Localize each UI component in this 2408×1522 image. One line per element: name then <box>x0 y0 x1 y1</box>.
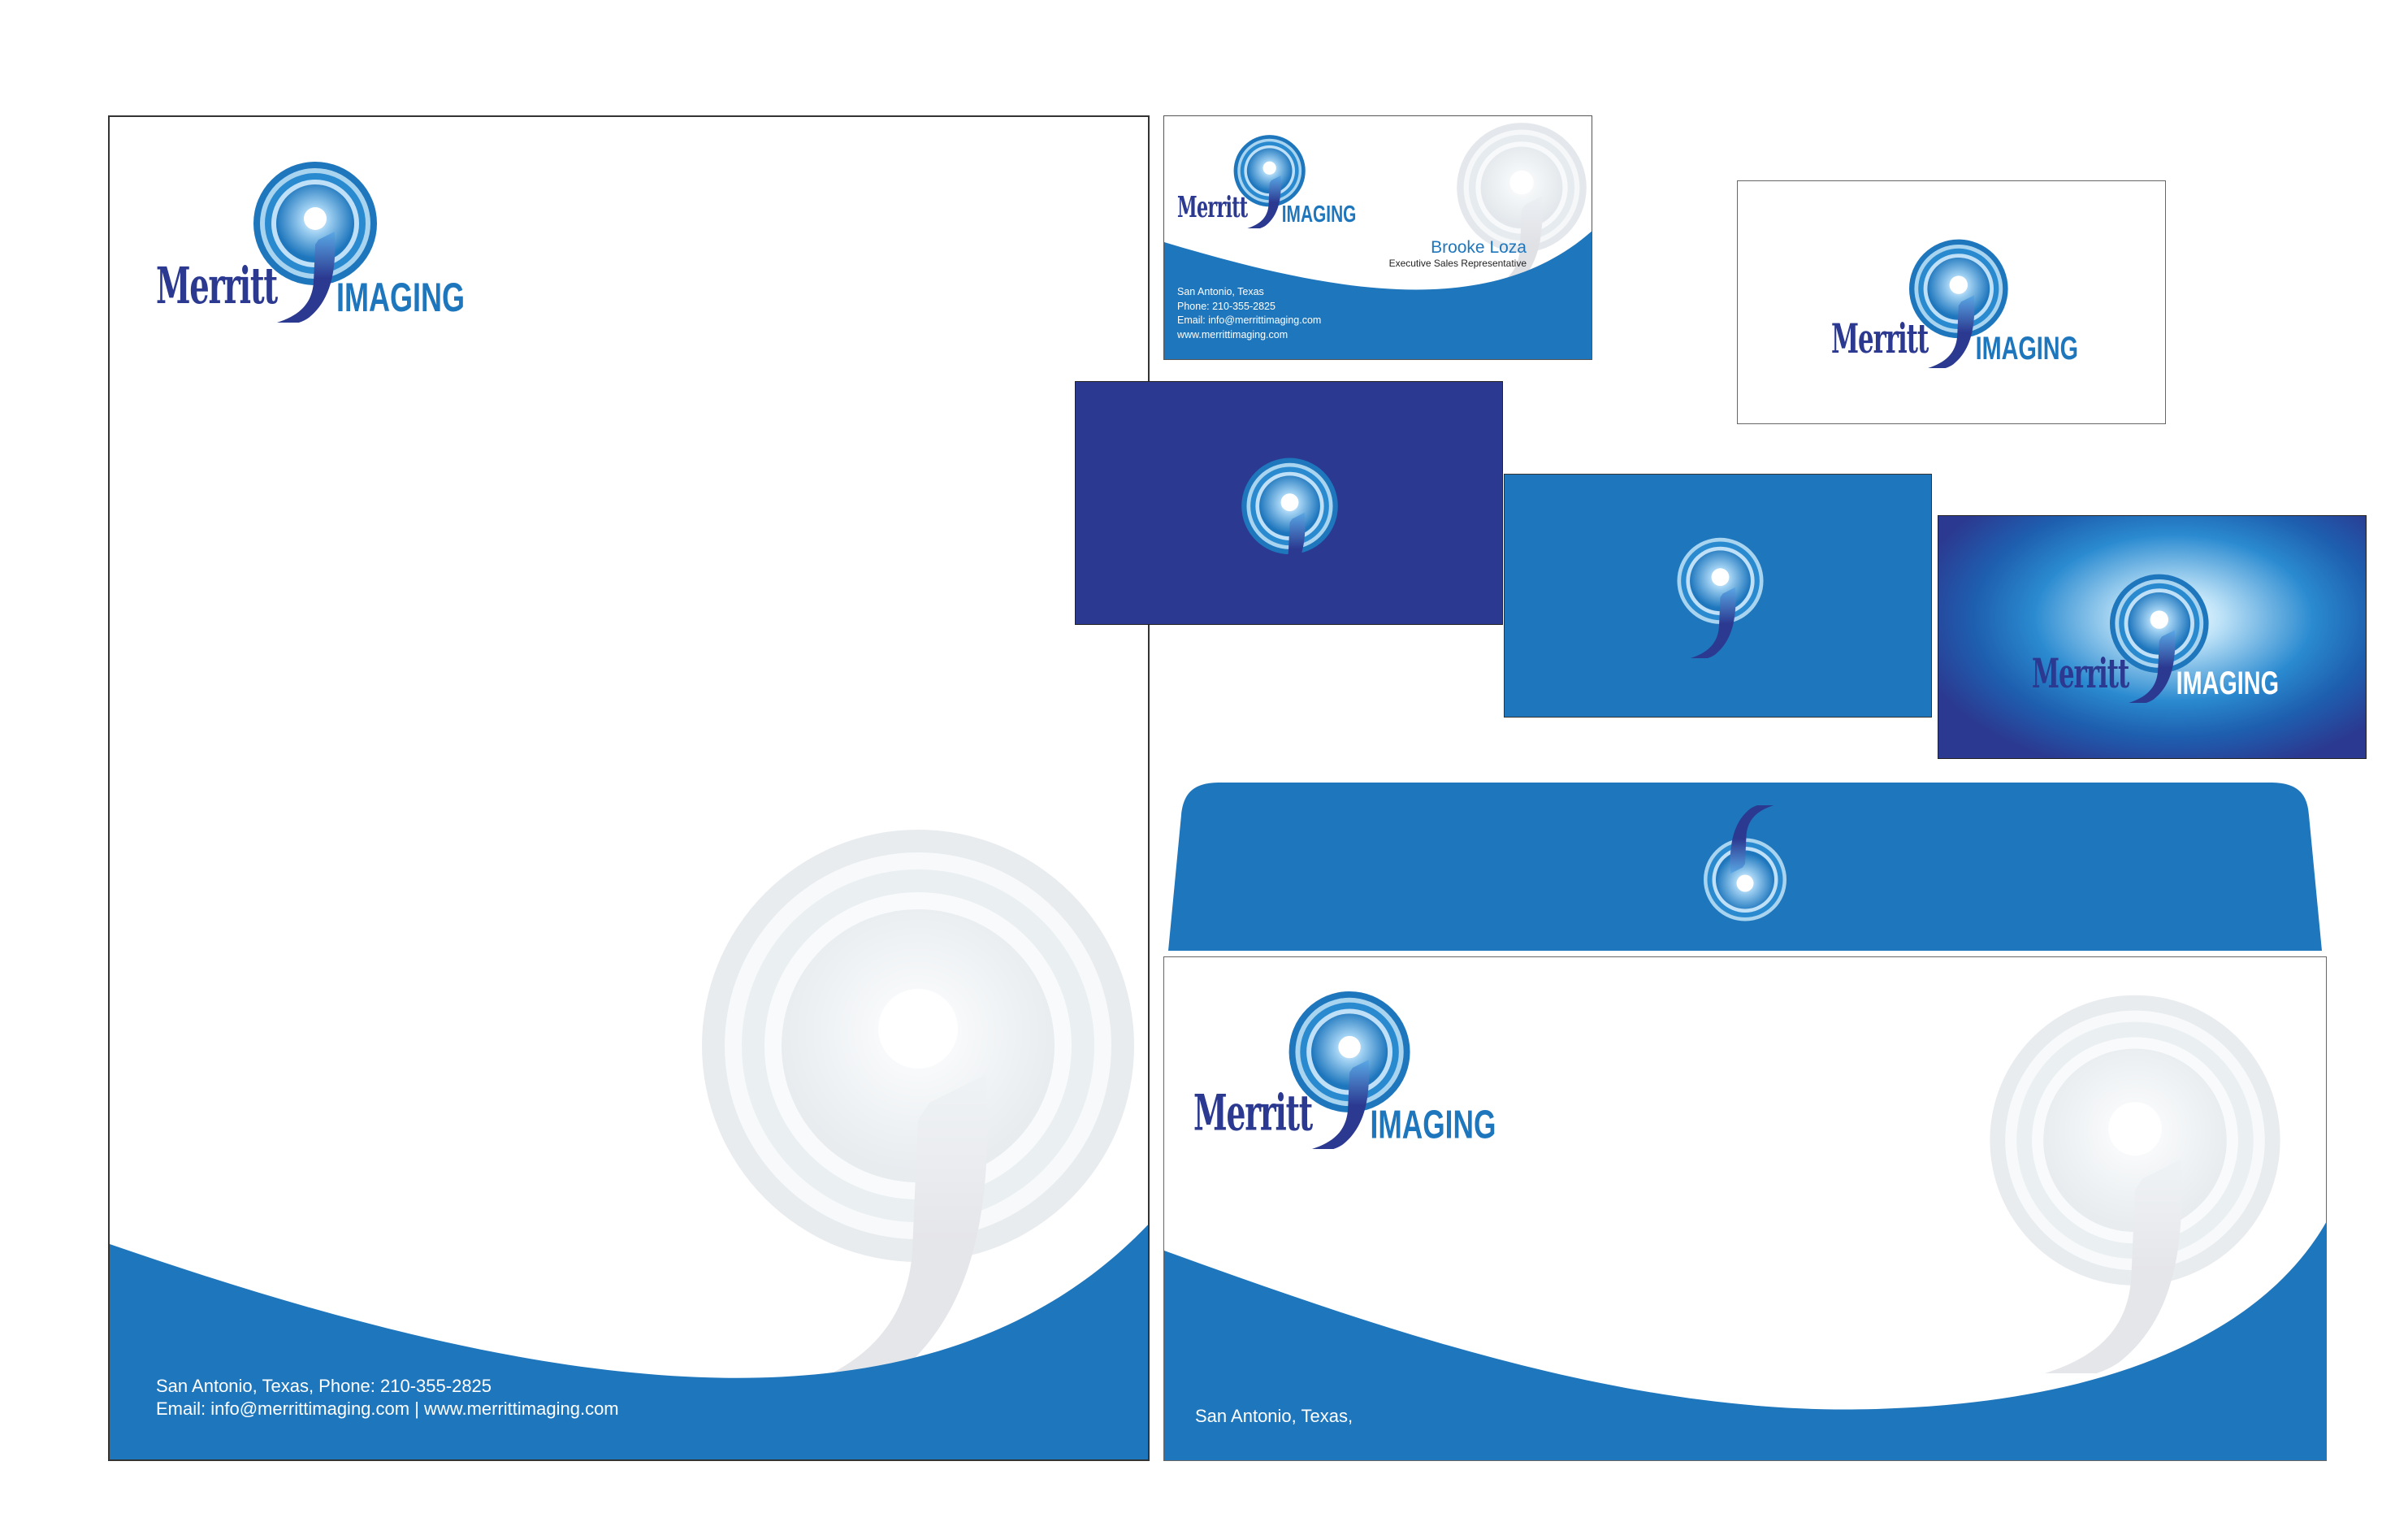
logo-name: Merritt <box>1193 1083 1313 1143</box>
letterhead-logo: Merritt IMAGING <box>156 160 465 323</box>
card-logo: Merritt IMAGING <box>1177 134 1356 228</box>
logo: Merritt IMAGING <box>1831 238 2078 368</box>
logo-imaging: IMAGING <box>1370 1102 1496 1147</box>
card-back-blue <box>1504 474 1932 718</box>
logo-imaging: IMAGING <box>1975 329 2078 366</box>
logo-name: Merritt <box>156 256 278 315</box>
envelope: Merritt IMAGING San Antonio, Texas, <box>1163 956 2327 1461</box>
card-email: Email: info@merrittimaging.com <box>1177 314 1322 326</box>
card-phone: Phone: 210-355-2825 <box>1177 300 1275 312</box>
logo-name: Merritt <box>1831 314 1929 362</box>
footer-email-web: Email: info@merrittimaging.com | www.mer… <box>156 1398 619 1419</box>
footer-address-phone: San Antonio, Texas, Phone: 210-355-2825 <box>156 1376 492 1396</box>
card-back-navy <box>1075 381 1503 625</box>
logo-mark-icon <box>1239 457 1340 583</box>
logo-name: Merritt <box>1177 189 1248 224</box>
envelope-logo: Merritt IMAGING <box>1193 990 1496 1149</box>
card-address: San Antonio, Texas <box>1177 286 1264 297</box>
logo: Merritt IMAGING <box>2032 573 2279 703</box>
logo-imaging: IMAGING <box>1281 200 1357 228</box>
letterhead: Merritt IMAGING San Antonio, Texas, Phon… <box>108 115 1150 1461</box>
envelope-address: San Antonio, Texas, <box>1195 1406 1353 1426</box>
logo-imaging: IMAGING <box>2176 664 2279 701</box>
card-wave <box>1164 231 1592 359</box>
business-card-front: Merritt IMAGING Brooke Loza Executive Sa… <box>1163 115 1592 360</box>
logo-name: Merritt <box>2032 649 2129 697</box>
logo-imaging: IMAGING <box>336 275 465 320</box>
contact-name: Brooke Loza <box>1431 238 1527 257</box>
logo-mark-icon <box>1670 531 1771 658</box>
card-website: www.merrittimaging.com <box>1177 328 1288 340</box>
logo-card-white: Merritt IMAGING <box>1737 180 2166 424</box>
envelope-wave <box>1164 1222 2326 1460</box>
card-gradient: Merritt IMAGING <box>1938 515 2367 759</box>
contact-title: Executive Sales Representative <box>1388 258 1527 269</box>
letterhead-wave <box>110 1225 1148 1459</box>
envelope-flap <box>1168 783 2322 951</box>
